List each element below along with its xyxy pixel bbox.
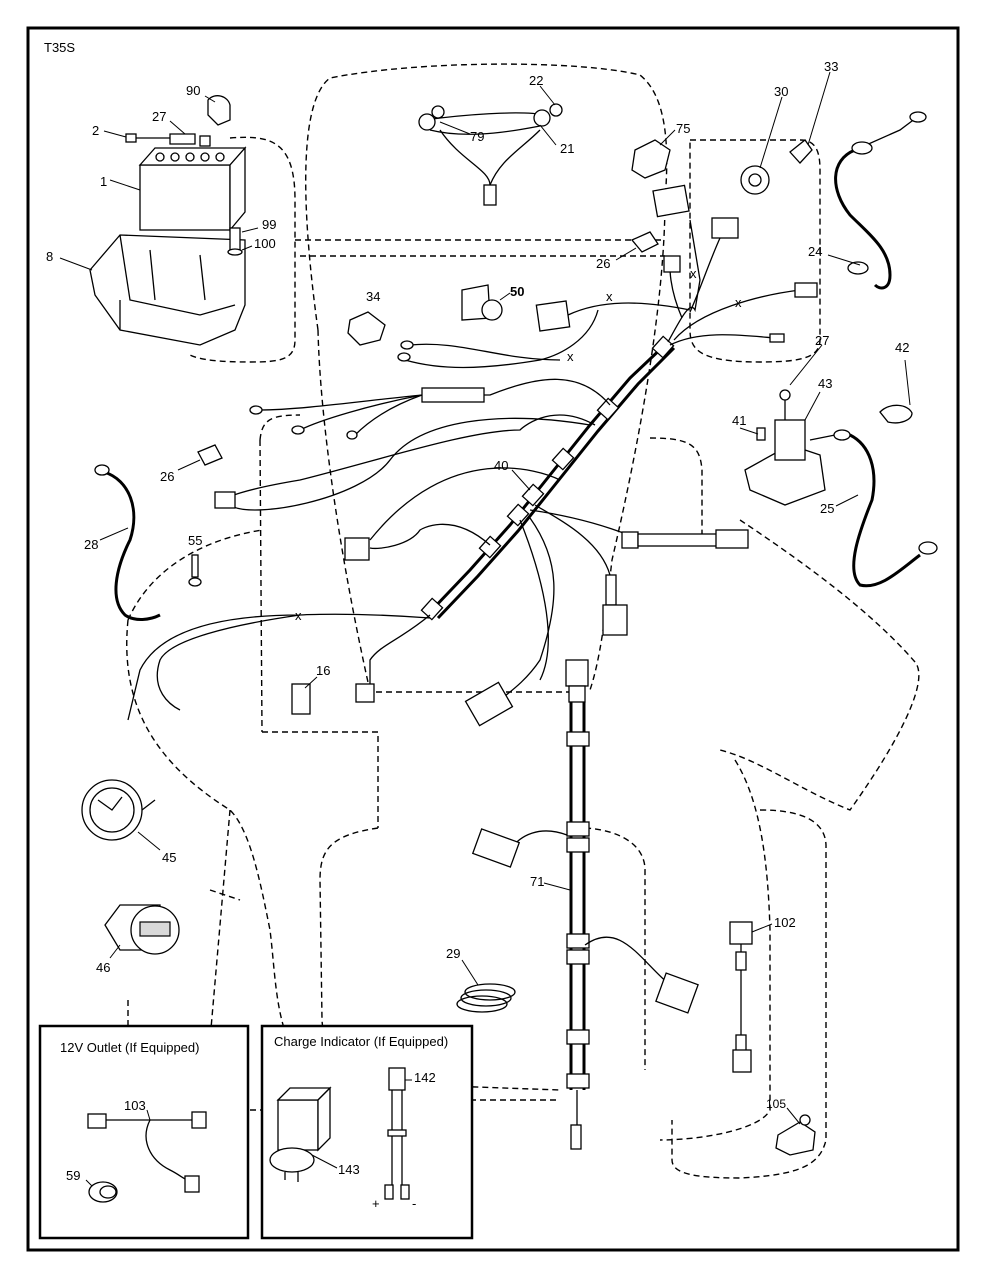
cable-ties-29 bbox=[456, 983, 516, 1013]
part-102 bbox=[729, 921, 753, 1073]
leader-lines bbox=[59, 71, 911, 1187]
callout-34: 34 bbox=[366, 289, 380, 304]
callout-24: 24 bbox=[808, 244, 822, 259]
callout-28: 28 bbox=[84, 537, 98, 552]
part-50 bbox=[461, 284, 503, 321]
switch-34 bbox=[347, 311, 386, 346]
battery-tray-8 bbox=[89, 234, 246, 346]
relay-75 bbox=[631, 139, 671, 179]
callout-99: 99 bbox=[262, 217, 276, 232]
callout-59: 59 bbox=[66, 1168, 80, 1183]
svg-text:x: x bbox=[735, 295, 742, 310]
callout-46: 46 bbox=[96, 960, 110, 975]
callout-2: 2 bbox=[92, 123, 99, 138]
svg-text:x: x bbox=[606, 289, 613, 304]
rear-harness bbox=[464, 659, 699, 1150]
callout-100: 100 bbox=[254, 236, 276, 251]
callout-45: 45 bbox=[162, 850, 176, 865]
diagram-code: T35S bbox=[44, 40, 75, 55]
screw-55 bbox=[188, 554, 202, 587]
callout-102: 102 bbox=[774, 915, 796, 930]
callout-71: 71 bbox=[530, 874, 544, 889]
callout-30: 30 bbox=[774, 84, 788, 99]
page-frame bbox=[26, 26, 960, 1252]
gauge-45 bbox=[81, 779, 156, 841]
callout-25: 25 bbox=[820, 501, 834, 516]
callout-33: 33 bbox=[824, 59, 838, 74]
callout-1: 1 bbox=[100, 174, 107, 189]
callout-75: 75 bbox=[676, 121, 690, 136]
cable-24 bbox=[834, 111, 927, 290]
ignition-switch-30 bbox=[740, 165, 770, 195]
boot-42 bbox=[879, 404, 913, 424]
callout-103: 103 bbox=[124, 1098, 146, 1113]
callout-40: 40 bbox=[494, 458, 508, 473]
inset-12v-outlet bbox=[38, 1024, 250, 1240]
terminal-minus-mark: - bbox=[412, 1196, 416, 1211]
callout-79: 79 bbox=[470, 129, 484, 144]
battery-part-1 bbox=[138, 146, 247, 232]
fuse-holder-26b bbox=[197, 444, 223, 466]
charge-indicator-143 bbox=[269, 1086, 332, 1182]
inset-charge-title: Charge Indicator (If Equipped) bbox=[274, 1034, 448, 1049]
outlet-59 bbox=[88, 1181, 118, 1203]
callout-143: 143 bbox=[338, 1162, 360, 1177]
callout-41: 41 bbox=[732, 413, 746, 428]
bolt-99-100 bbox=[227, 227, 243, 256]
callout-90: 90 bbox=[186, 83, 200, 98]
callout-22: 22 bbox=[529, 73, 543, 88]
hour-meter-46 bbox=[104, 904, 180, 955]
fuse-holder-26a bbox=[630, 231, 659, 253]
callout-26a: 26 bbox=[596, 256, 610, 271]
main-harness: x x x x x bbox=[127, 184, 818, 721]
svg-text:x: x bbox=[295, 608, 302, 623]
outlet-harness-103 bbox=[87, 1111, 207, 1193]
callout-21: 21 bbox=[560, 141, 574, 156]
callout-50: 50 bbox=[510, 284, 524, 299]
svg-text:x: x bbox=[690, 266, 697, 281]
solenoid-43 bbox=[744, 389, 836, 506]
callout-16: 16 bbox=[316, 663, 330, 678]
callout-105: 105 bbox=[766, 1097, 786, 1111]
callout-55: 55 bbox=[188, 533, 202, 548]
callout-8: 8 bbox=[46, 249, 53, 264]
callout-29: 29 bbox=[446, 946, 460, 961]
terminal-plus-mark: + bbox=[372, 1196, 380, 1211]
inset-12v-title: 12V Outlet (If Equipped) bbox=[60, 1040, 199, 1055]
switch-105 bbox=[775, 1114, 816, 1156]
callout-27a: 27 bbox=[152, 109, 166, 124]
svg-text:x: x bbox=[567, 349, 574, 364]
headlight-harness bbox=[418, 103, 563, 206]
cable-25 bbox=[833, 429, 938, 588]
battery-bolts bbox=[125, 133, 211, 147]
charge-harness-142 bbox=[384, 1067, 410, 1200]
switch-16 bbox=[291, 683, 311, 715]
callout-42: 42 bbox=[895, 340, 909, 355]
callout-27b: 27 bbox=[815, 333, 829, 348]
key-33 bbox=[789, 139, 813, 164]
cable-28 bbox=[94, 464, 161, 621]
callout-142: 142 bbox=[414, 1070, 436, 1085]
terminal-boot-90 bbox=[207, 95, 231, 126]
callout-26b: 26 bbox=[160, 469, 174, 484]
callout-43: 43 bbox=[818, 376, 832, 391]
